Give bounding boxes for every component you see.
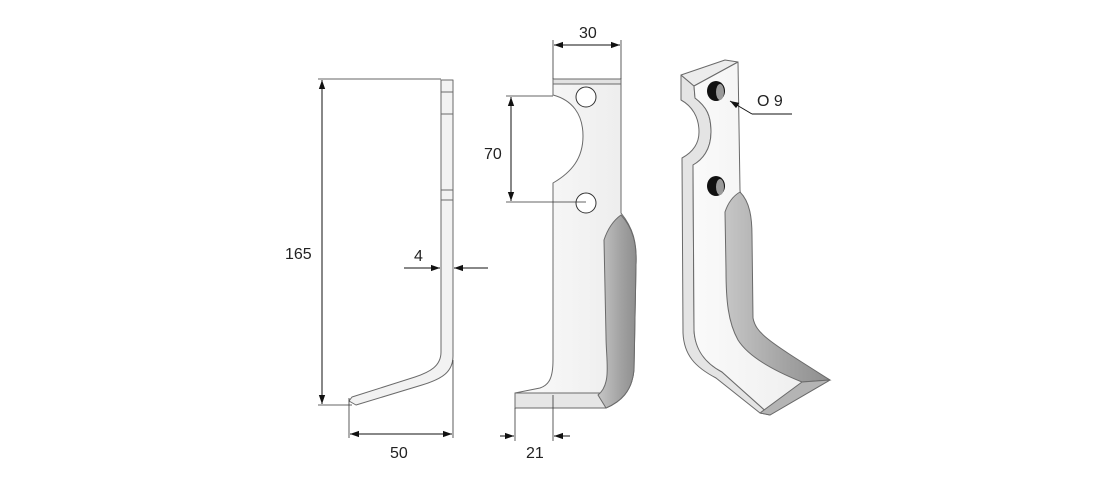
hole-diameter-label: O 9 — [757, 93, 783, 110]
tip-width-dimension-label: 21 — [526, 445, 544, 462]
lower-bolt-hole — [575, 192, 597, 214]
side-view: 165 4 50 — [285, 78, 488, 462]
height-dimension-label: 165 — [285, 246, 312, 263]
foot-width-dimension-label: 50 — [390, 445, 408, 462]
side-view-blade — [348, 79, 454, 406]
hole-spacing-dimension-label: 70 — [484, 146, 502, 163]
front-view-bevel — [597, 214, 637, 409]
front-view: 30 70 21 — [484, 25, 637, 462]
thickness-dimension-label: 4 — [414, 248, 423, 265]
top-width-dimension-label: 30 — [579, 25, 597, 42]
upper-bolt-hole — [575, 86, 597, 108]
isometric-bevel-upright — [724, 191, 832, 383]
isometric-view: O 9 — [680, 59, 832, 416]
